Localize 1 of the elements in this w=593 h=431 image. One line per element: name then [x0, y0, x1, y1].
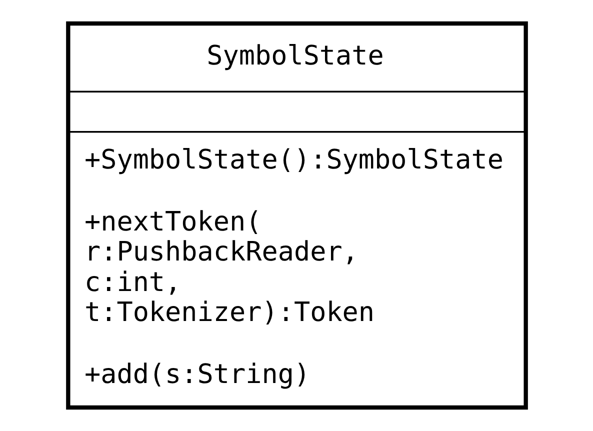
node-box: SymbolState +SymbolState():SymbolState +nextToken( r:PushbackReader, c:int, t:Tokenizer):Token +add(s:String)	[66, 21, 528, 410]
